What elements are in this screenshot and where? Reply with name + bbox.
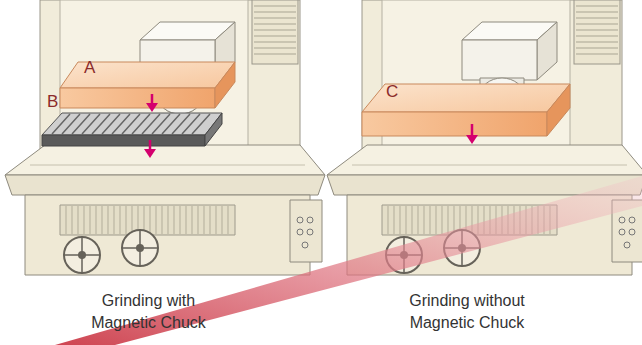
- grinding-machine: [5, 0, 325, 275]
- illustration-path: [466, 135, 478, 144]
- caption-text: Grinding with Magnetic Chuck: [76, 290, 221, 334]
- illustration-path: [547, 84, 570, 136]
- part-label: C: [386, 82, 416, 102]
- part-label: A: [84, 58, 114, 78]
- illustration-path: [362, 112, 547, 136]
- caption-text: Grinding without Magnetic Chuck: [392, 290, 542, 334]
- illustration-path: [205, 113, 222, 146]
- decor-band: [55, 176, 642, 345]
- illustration-path: [215, 62, 235, 108]
- illustration-path: [144, 149, 156, 158]
- illustration-path: [149, 140, 152, 150]
- machine-with-chuck: [5, 0, 325, 275]
- illustration-path: [151, 94, 154, 104]
- illustration-path: [60, 88, 215, 108]
- illustration-path: [471, 124, 474, 136]
- illustration-path: [42, 113, 222, 135]
- illustration-path: [146, 103, 158, 112]
- part-label: B: [47, 92, 77, 112]
- illustration-path: [52, 114, 210, 134]
- illustration-path: [42, 135, 205, 146]
